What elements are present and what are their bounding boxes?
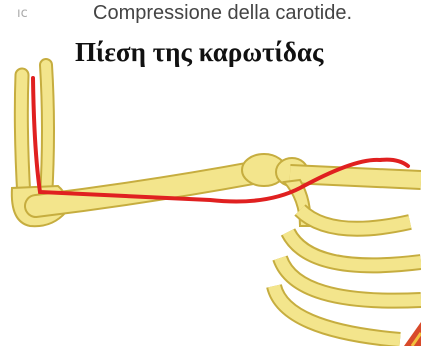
tissue-fragment [404,322,421,346]
ribcage [274,210,421,340]
